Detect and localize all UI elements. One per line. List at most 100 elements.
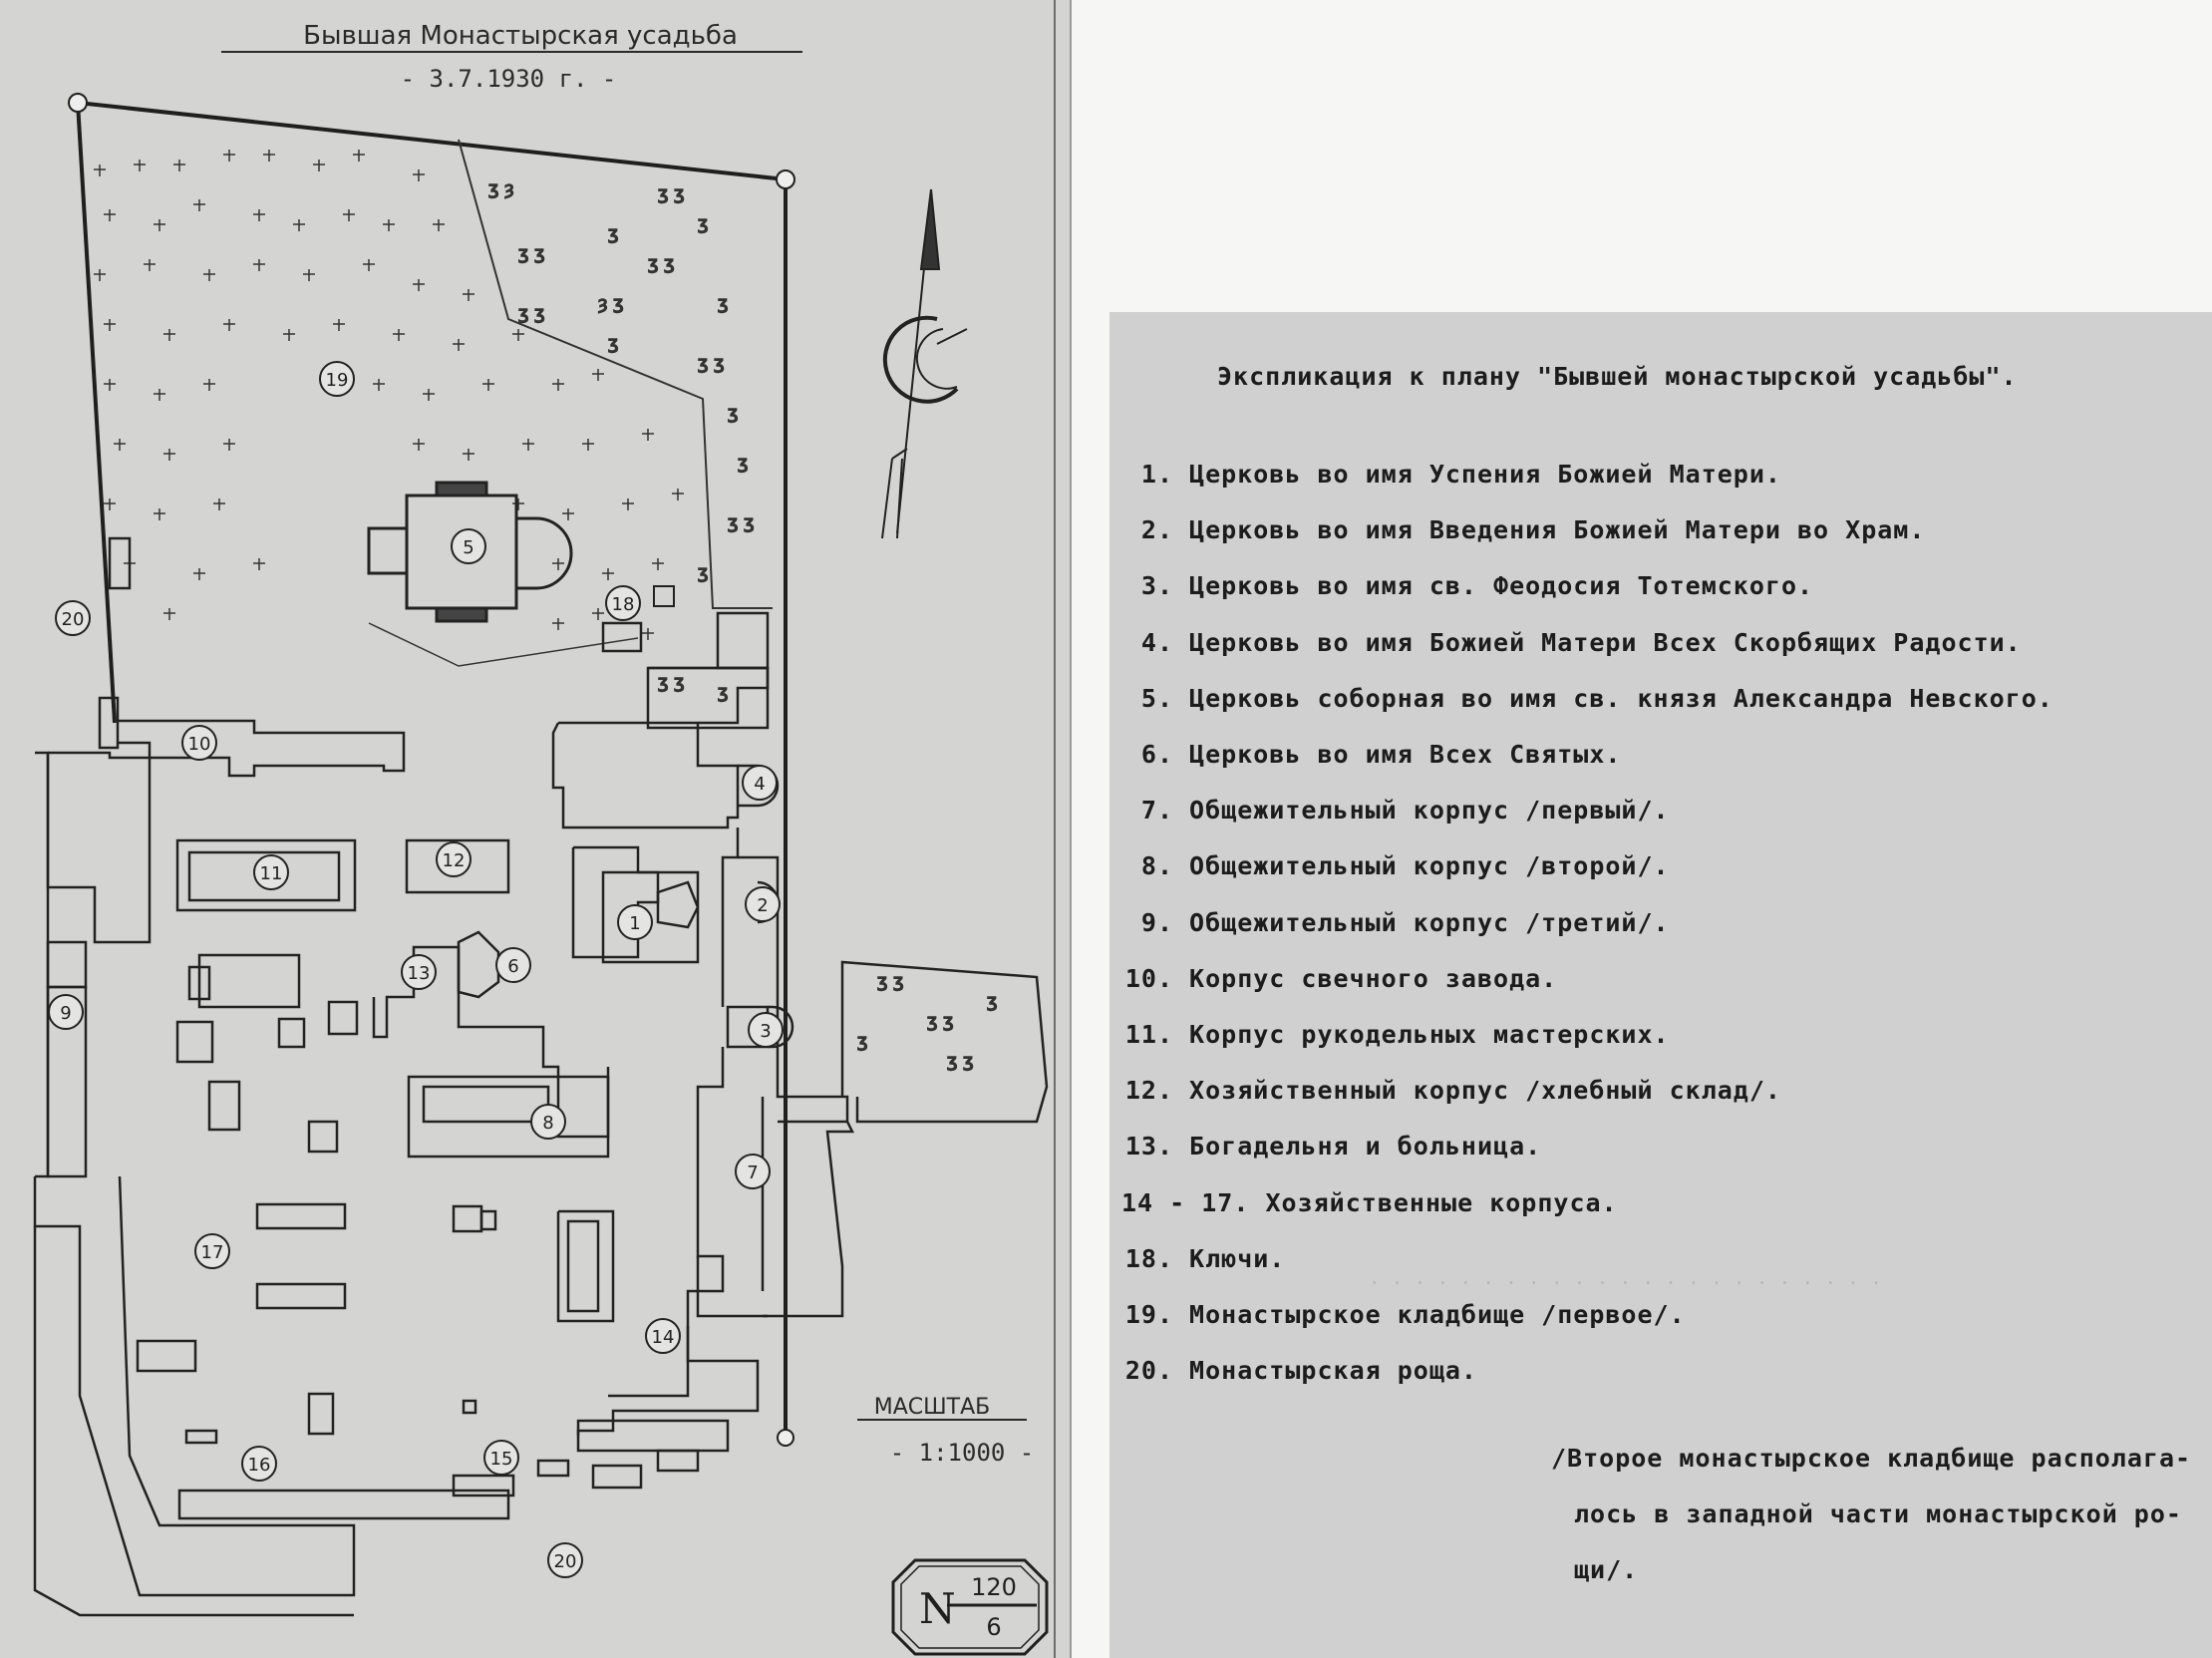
svg-text:ʒ: ʒ — [738, 453, 748, 474]
plan-marker-label: 18 — [612, 594, 635, 615]
svg-text:ʒ ʒ: ʒ ʒ — [698, 353, 725, 374]
plan-marker-label: 3 — [760, 1021, 771, 1042]
item-text: Богадельня и больница. — [1173, 1132, 1542, 1161]
svg-text:ʒ ʒ: ʒ ʒ — [877, 971, 904, 992]
plan-marker-15: 15 — [483, 1440, 519, 1476]
item-text: Церковь во имя Успения Божией Матери. — [1173, 460, 1781, 489]
explication-item: 4. Церковь во имя Божией Матери Всех Ско… — [1121, 628, 2022, 657]
svg-text:ʒ ʒ: ʒ ʒ — [927, 1011, 954, 1032]
item-number: 18. — [1124, 1243, 1173, 1273]
item-text: Общежительный корпус /первый/. — [1173, 796, 1670, 826]
plan-marker-20: 20 — [547, 1542, 583, 1578]
plan-marker-label: 20 — [62, 609, 85, 630]
svg-text:ʒ: ʒ — [718, 682, 728, 703]
plan-marker-label: 8 — [542, 1113, 553, 1134]
plan-marker-6: 6 — [495, 947, 531, 983]
note-line-2: лось в западной части монастырской ро- — [1574, 1499, 2182, 1528]
item-number: 2. — [1140, 515, 1173, 545]
plan-marker-2: 2 — [745, 886, 781, 922]
item-number: 19. — [1124, 1300, 1173, 1329]
svg-text:ʒ ʒ: ʒ ʒ — [658, 672, 685, 693]
plan-marker-label: 10 — [188, 734, 211, 755]
item-text: Церковь во имя Введения Божией Матери во… — [1173, 515, 1926, 545]
svg-text:ʒ ʒ: ʒ ʒ — [518, 303, 545, 324]
svg-text:ʒ ȝ: ʒ ȝ — [488, 178, 514, 199]
plan-marker-label: 7 — [747, 1162, 758, 1183]
plan-marker-label: 17 — [201, 1242, 224, 1263]
explication-item: 5. Церковь соборная во имя св. князя Але… — [1121, 684, 2054, 713]
plan-marker-13: 13 — [401, 954, 437, 990]
explication-item: 13. Богадельня и больница. — [1121, 1132, 1541, 1161]
plan-marker-label: 15 — [490, 1449, 513, 1470]
stamp-bottom: 6 — [986, 1613, 1001, 1641]
svg-text:ʒ: ʒ — [608, 223, 618, 244]
plan-marker-label: 16 — [248, 1455, 271, 1476]
svg-text:ʒ ʒ: ʒ ʒ — [658, 183, 685, 204]
plan-marker-label: 5 — [463, 537, 474, 558]
item-text: Церковь соборная во имя св. князя Алекса… — [1173, 683, 2054, 713]
explication-item: 1. Церковь во имя Успения Божией Матери. — [1121, 460, 1781, 489]
item-text: Корпус рукодельных мастерских. — [1173, 1020, 1670, 1049]
item-number: 8. — [1140, 851, 1173, 881]
item-number: 14 - 17. — [1121, 1187, 1250, 1217]
stamp-letter: N — [919, 1584, 956, 1633]
plan-marker-label: 6 — [507, 956, 518, 977]
item-number: 11. — [1124, 1020, 1173, 1049]
svg-text:ʒ: ʒ — [857, 1031, 867, 1052]
item-text: Общежительный корпус /второй/. — [1173, 851, 1670, 881]
plan-marker-label: 12 — [443, 850, 466, 871]
svg-text:ʒ: ʒ — [728, 403, 738, 424]
plan-title: Бывшая Монастырская усадьба — [303, 21, 738, 51]
item-text: Церковь во имя Божией Матери Всех Скорбя… — [1173, 627, 2022, 657]
svg-text:ʒ: ʒ — [698, 213, 708, 234]
explication-item: 12. Хозяйственный корпус /хлебный склад/… — [1121, 1076, 1781, 1105]
item-number: 7. — [1140, 796, 1173, 826]
item-text: Церковь во имя Всех Святых. — [1173, 740, 1622, 769]
plan-marker-label: 2 — [757, 895, 768, 916]
note-line-1: /Второе монастырское кладбище располага- — [1551, 1444, 2192, 1473]
item-number: 4. — [1140, 627, 1173, 657]
plan-marker-label: 9 — [60, 1003, 71, 1024]
plan-marker-11: 11 — [253, 854, 289, 890]
item-number: 10. — [1124, 963, 1173, 993]
plan-date: - 3.7.1930 г. - — [401, 65, 617, 93]
scale-value: - 1:1000 - — [890, 1439, 1035, 1467]
item-number: 6. — [1140, 740, 1173, 769]
plan-marker-label: 19 — [326, 370, 349, 391]
item-text: Ключи. — [1173, 1243, 1286, 1273]
item-number: 5. — [1140, 683, 1173, 713]
plan-marker-19: 19 — [319, 361, 355, 397]
plan-sheet: Бывшая Монастырская усадьба - 3.7.1930 г… — [0, 0, 1072, 1658]
stamp-top: 120 — [971, 1573, 1017, 1601]
explication-item: 10. Корпус свечного завода. — [1121, 964, 1557, 993]
explication-sheet: . . . . . . . . . . . . . . . . . . . . … — [1109, 312, 2212, 1658]
item-text: Корпус свечного завода. — [1173, 963, 1558, 993]
plan-marker-label: 20 — [554, 1551, 577, 1572]
explication-item: 9. Общежительный корпус /третий/. — [1121, 908, 1670, 937]
explication-item: 20. Монастырская роща. — [1121, 1356, 1477, 1385]
plan-marker-label: 4 — [754, 774, 765, 795]
scale-label: МАСШТАБ — [874, 1395, 991, 1420]
item-text: Общежительный корпус /третий/. — [1173, 907, 1670, 937]
explication-item: 18. Ключи. — [1121, 1244, 1285, 1273]
svg-text:ʒ: ʒ — [718, 293, 728, 314]
item-text: Монастырская роща. — [1173, 1356, 1477, 1386]
svg-text:ȝ ʒ: ȝ ʒ — [598, 293, 624, 314]
item-number: 9. — [1140, 907, 1173, 937]
explication-item: 11. Корпус рукодельных мастерских. — [1121, 1020, 1670, 1049]
svg-text:ʒ: ʒ — [608, 333, 618, 354]
item-text: Хозяйственные корпуса. — [1249, 1187, 1618, 1217]
explication-item: 14 - 17. Хозяйственные корпуса. — [1121, 1188, 1618, 1217]
plan-marker-4: 4 — [742, 765, 778, 801]
item-text: Хозяйственный корпус /хлебный склад/. — [1173, 1076, 1781, 1106]
explication-title: Экспликация к плану "Бывшей монастырской… — [1217, 362, 2018, 391]
item-number: 1. — [1140, 460, 1173, 489]
svg-text:ʒ: ʒ — [987, 991, 997, 1012]
plan-marker-label: 13 — [408, 963, 431, 984]
plan-marker-20: 20 — [55, 600, 91, 636]
plan-marker-label: 14 — [652, 1327, 675, 1348]
explication-item: 2. Церковь во имя Введения Божией Матери… — [1121, 515, 1925, 544]
svg-text:ʒ ʒ: ʒ ʒ — [648, 253, 675, 274]
item-number: 12. — [1124, 1076, 1173, 1106]
item-number: 13. — [1124, 1132, 1173, 1161]
